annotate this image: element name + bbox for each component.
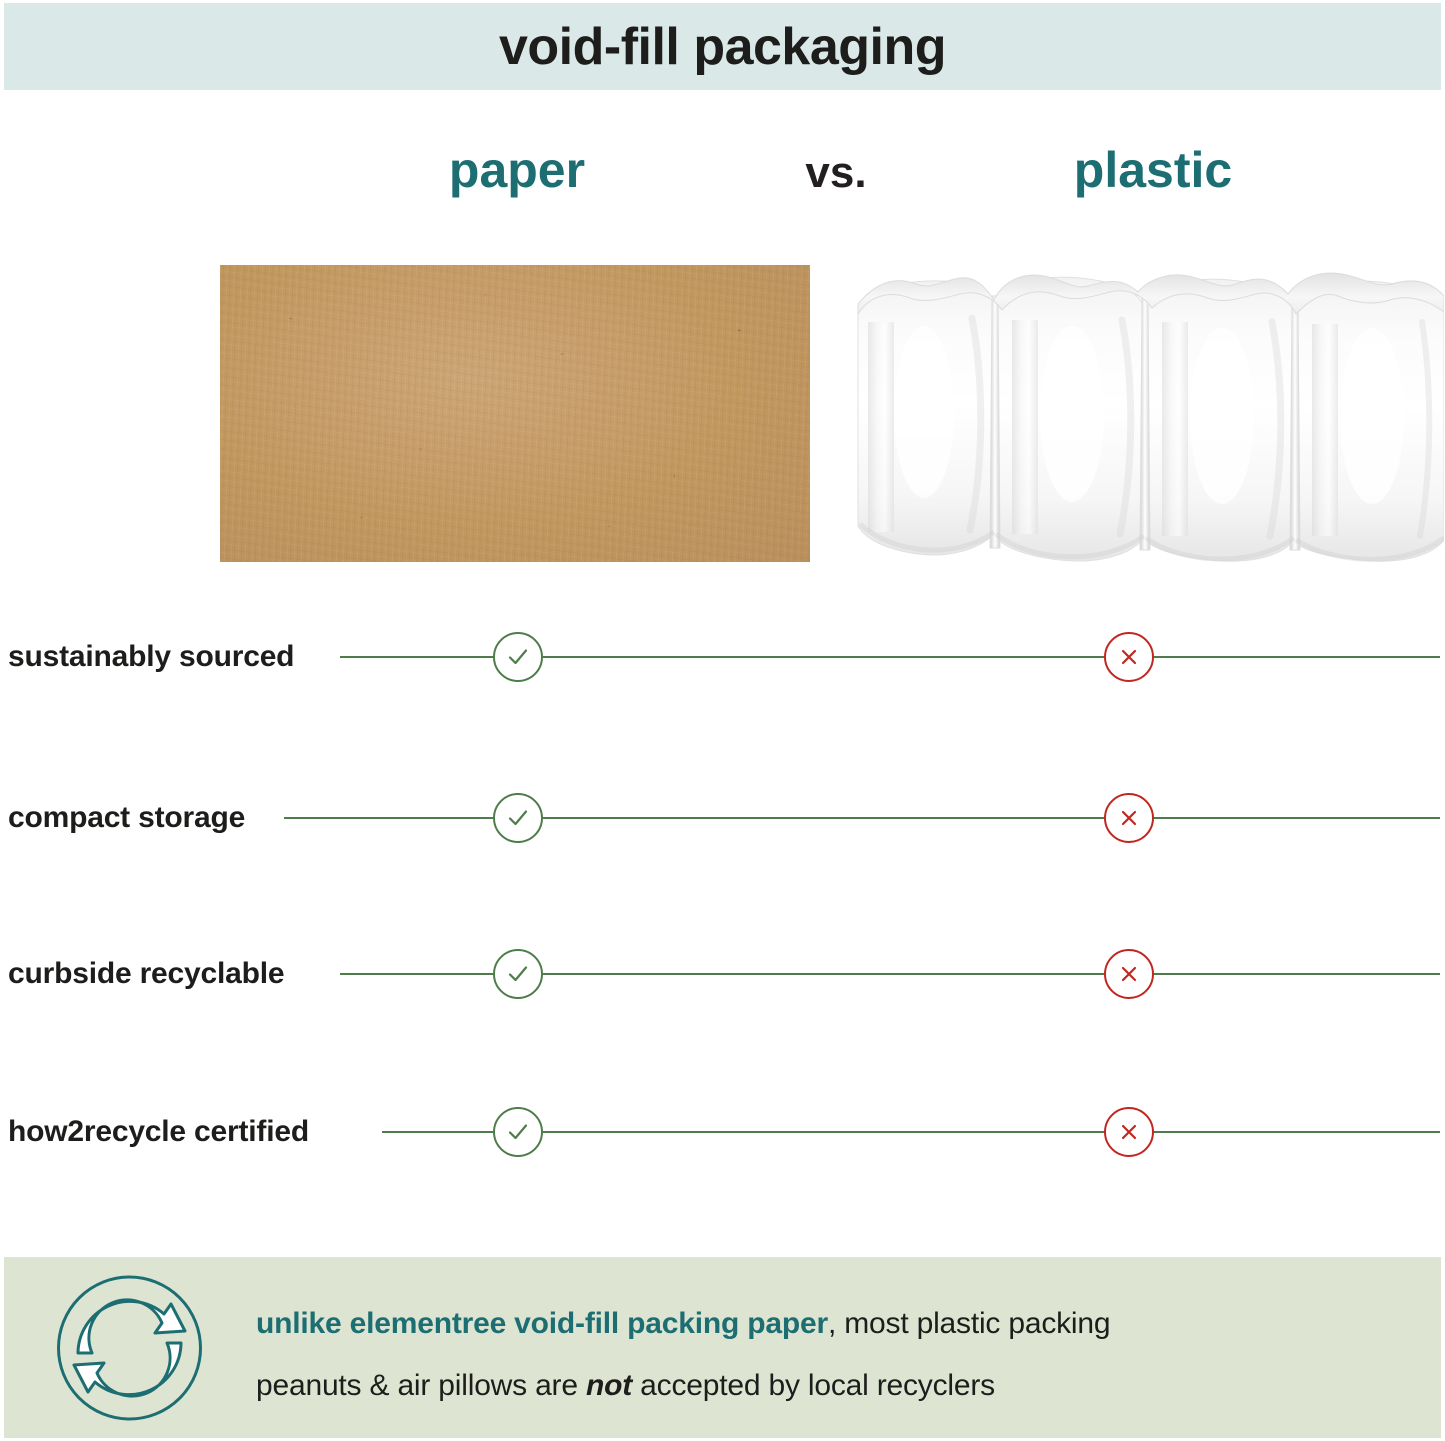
paper-check-icon — [493, 1107, 543, 1157]
column-header-paper: paper — [448, 142, 586, 198]
recycle-icon — [52, 1273, 207, 1423]
callout-line1-rest: , most plastic packing — [827, 1307, 1111, 1340]
header-band: void-fill packaging — [4, 3, 1441, 90]
column-header-plastic: plastic — [1073, 142, 1233, 198]
plastic-cross-icon — [1104, 949, 1154, 999]
recycling-callout: unlike elementree void-fill packing pape… — [4, 1257, 1441, 1438]
row-label: how2recycle certified — [8, 1115, 309, 1148]
plastic-cross-icon — [1104, 632, 1154, 682]
kraft-paper-texture-image — [220, 265, 810, 562]
comparison-row: compact storage — [0, 788, 1445, 848]
callout-line-1: unlike elementree void-fill packing pape… — [256, 1293, 1386, 1355]
paper-check-icon — [493, 793, 543, 843]
row-connector-line — [284, 817, 1440, 819]
page-title: void-fill packaging — [499, 17, 947, 76]
callout-text: unlike elementree void-fill packing pape… — [256, 1293, 1386, 1417]
plastic-cross-icon — [1104, 793, 1154, 843]
column-headers: paper vs. plastic — [0, 145, 1445, 225]
row-connector-line — [340, 973, 1440, 975]
comparison-row: sustainably sourced — [0, 627, 1445, 687]
plastic-cross-icon — [1104, 1107, 1154, 1157]
row-connector-line — [382, 1131, 1440, 1133]
row-connector-line — [340, 656, 1440, 658]
callout-line-2: peanuts & air pillows are not accepted b… — [256, 1355, 1386, 1417]
callout-emphasis: not — [585, 1369, 633, 1402]
callout-line2-before: peanuts & air pillows are — [256, 1369, 586, 1402]
row-label: sustainably sourced — [8, 640, 295, 673]
callout-lead: unlike elementree void-fill packing pape… — [256, 1307, 828, 1340]
comparison-row: how2recycle certified — [0, 1102, 1445, 1162]
paper-check-icon — [493, 632, 543, 682]
column-header-vs: vs. — [805, 148, 867, 197]
callout-line2-after: accepted by local recyclers — [632, 1369, 995, 1402]
row-label: compact storage — [8, 801, 246, 834]
paper-check-icon — [493, 949, 543, 999]
row-label: curbside recyclable — [8, 957, 285, 990]
inflated-air-pillows-image — [852, 262, 1444, 564]
comparison-row: curbside recyclable — [0, 944, 1445, 1004]
